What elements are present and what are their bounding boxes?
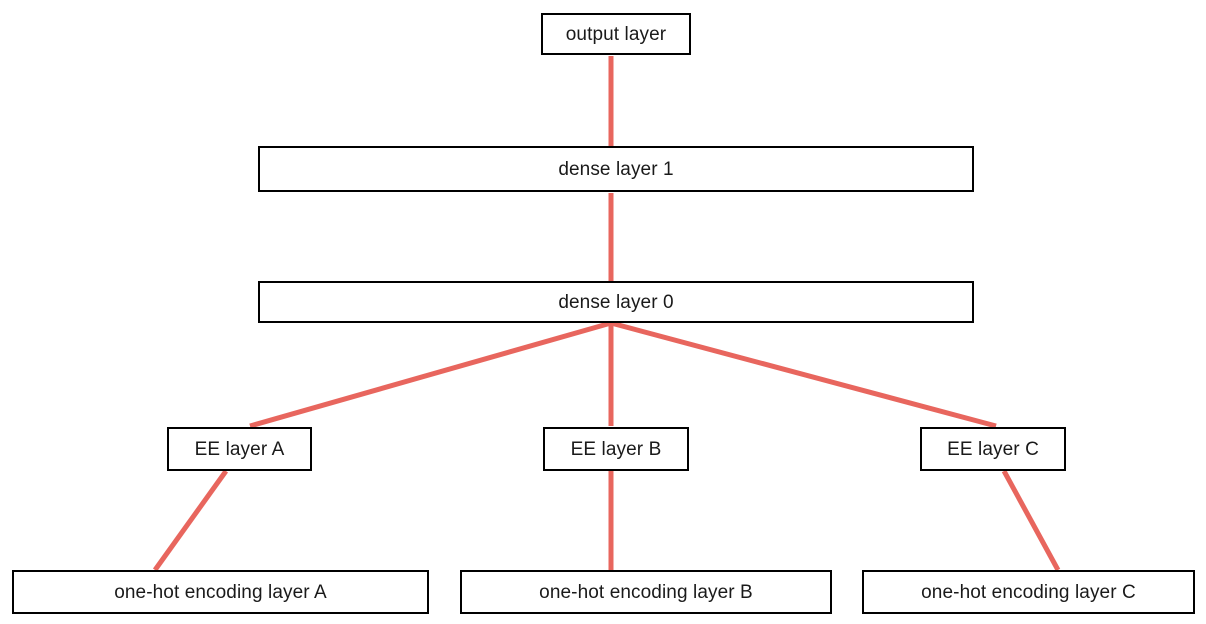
- node-output-layer[interactable]: output layer: [541, 13, 691, 55]
- node-ee-layer-b-label: EE layer B: [570, 438, 662, 460]
- node-onehot-encoding-layer-a[interactable]: one-hot encoding layer A: [12, 570, 429, 614]
- node-dense-layer-0-label: dense layer 0: [558, 291, 674, 313]
- node-output-layer-label: output layer: [565, 23, 667, 45]
- node-ee-layer-c[interactable]: EE layer C: [920, 427, 1066, 471]
- node-ee-layer-b[interactable]: EE layer B: [543, 427, 689, 471]
- node-dense-layer-0[interactable]: dense layer 0: [258, 281, 974, 323]
- edge-onehota-eea: [152, 469, 229, 572]
- node-ee-layer-c-label: EE layer C: [947, 438, 1039, 460]
- node-ee-layer-a[interactable]: EE layer A: [167, 427, 312, 471]
- node-dense-layer-1-label: dense layer 1: [558, 158, 674, 180]
- node-onehot-encoding-layer-c-label: one-hot encoding layer C: [921, 581, 1136, 603]
- node-onehot-encoding-layer-b-label: one-hot encoding layer B: [539, 581, 753, 603]
- edge-onehotc-eec: [1001, 469, 1061, 572]
- edge-eec-dense0: [610, 320, 997, 429]
- node-onehot-encoding-layer-b[interactable]: one-hot encoding layer B: [460, 570, 832, 614]
- edge-eea-dense0: [249, 320, 612, 429]
- node-onehot-encoding-layer-c[interactable]: one-hot encoding layer C: [862, 570, 1195, 614]
- node-ee-layer-a-label: EE layer A: [194, 438, 285, 460]
- node-onehot-encoding-layer-a-label: one-hot encoding layer A: [114, 581, 327, 603]
- node-dense-layer-1[interactable]: dense layer 1: [258, 146, 974, 192]
